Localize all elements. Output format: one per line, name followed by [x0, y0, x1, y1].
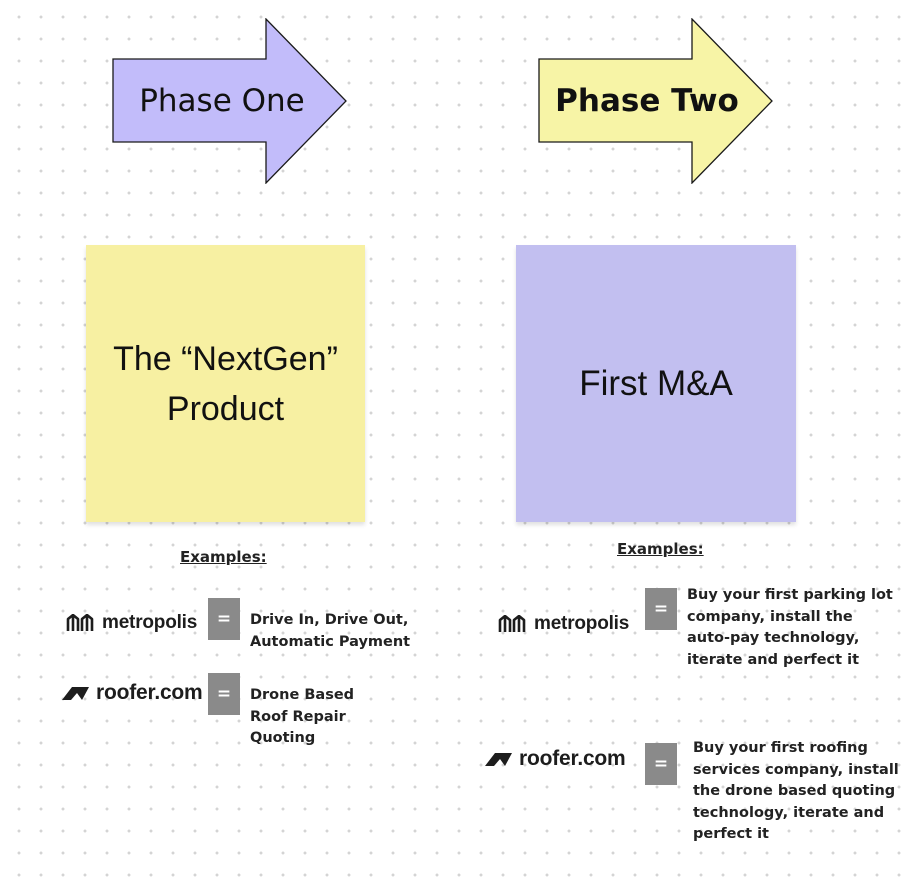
metropolis-logo: metropolis: [66, 612, 197, 634]
description-line: Drive In, Drive Out,: [250, 612, 409, 628]
description-line: Buy your first parking lot: [687, 587, 893, 603]
roof-icon: [485, 753, 512, 766]
roofer-logo: roofer.com: [62, 681, 203, 705]
metropolis-logo-text: metropolis: [102, 612, 198, 633]
description-line: technology, iterate and: [693, 804, 885, 821]
metropolis-mark-icon: [66, 614, 94, 631]
roofer-phase-one-description: Drone Based Roof Repair Quoting: [250, 685, 354, 750]
first-ma-sticky: First M&A: [516, 245, 796, 522]
nextgen-product-sticky: The “NextGen” Product: [86, 245, 365, 522]
examples-heading-right: Examples:: [617, 540, 704, 558]
description-line: auto-pay technology,: [687, 630, 860, 646]
equals-box: =: [208, 673, 240, 715]
phase-two-arrow: Phase Two: [538, 18, 774, 184]
roofer-logo-text: roofer.com: [96, 681, 203, 704]
description-line: Automatic Payment: [250, 633, 411, 650]
description-line: Roof Repair: [250, 708, 346, 725]
phase-two-label: Phase Two: [555, 83, 739, 119]
sticky-line: The “NextGen”: [113, 339, 338, 378]
description-line: Drone Based: [250, 687, 355, 703]
roof-icon: [62, 687, 89, 700]
description-line: company, install the: [687, 608, 853, 625]
description-line: Quoting: [250, 730, 316, 746]
metropolis-mark-icon: [498, 615, 526, 632]
metropolis-phase-two-description: Buy your first parking lot company, inst…: [687, 585, 893, 671]
description-line: the drone based quoting: [693, 783, 896, 799]
description-line: iterate and perfect it: [687, 651, 860, 668]
roofer-phase-two-description: Buy your first roofing services company,…: [693, 738, 899, 846]
equals-box: =: [645, 743, 677, 785]
metropolis-phase-one-description: Drive In, Drive Out, Automatic Payment: [250, 610, 410, 653]
description-line: services company, install: [693, 761, 899, 778]
phase-one-arrow: Phase One: [112, 18, 348, 184]
metropolis-logo: metropolis: [498, 613, 629, 635]
phase-one-label: Phase One: [139, 83, 305, 119]
equals-box: =: [645, 588, 677, 630]
sticky-line: Product: [166, 389, 285, 428]
roofer-logo: roofer.com: [485, 747, 626, 771]
description-line: Buy your first roofing: [693, 740, 868, 756]
description-line: perfect it: [693, 826, 769, 842]
sticky-text: First M&A: [579, 363, 733, 403]
metropolis-logo-text: metropolis: [534, 613, 630, 634]
roofer-logo-text: roofer.com: [519, 747, 626, 770]
examples-heading-left: Examples:: [180, 548, 267, 566]
equals-box: =: [208, 598, 240, 640]
